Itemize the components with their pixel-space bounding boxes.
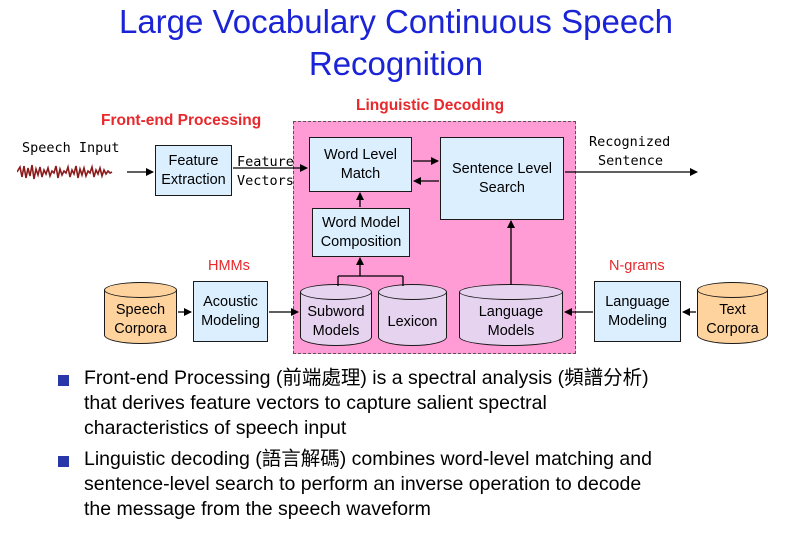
sentence-level-search-text-1: Sentence Level [452,160,552,177]
linguistic-decoding-label: Linguistic Decoding [356,97,505,114]
feature-vectors-label-1: Feature [237,154,294,170]
word-level-match-text-2: Match [340,165,381,182]
lexicon-database-icon: Lexicon [378,284,447,346]
bullet-2-line-1: Linguistic decoding (語言解碼) combines word… [84,448,652,470]
page-title-line-2: Recognition [308,45,484,82]
recognized-sentence-label-1: Recognized [589,134,671,150]
lexicon-text: Lexicon [387,313,438,330]
language-modeling-text-2: Modeling [608,312,667,329]
front-end-processing-label: Front-end Processing [101,112,262,129]
bullet-1-line-3: characteristics of speech input [84,417,347,439]
acoustic-modeling-text-2: Modeling [201,312,260,329]
speech-corpora-text-2: Corpora [114,321,167,337]
language-models-text-1: Language [478,304,544,320]
page-title-line-1: Large Vocabulary Continuous Speech [118,3,674,40]
sentence-level-search-text-2: Search [479,179,525,196]
feature-extraction-text-2: Extraction [161,171,226,188]
speech-input-label: Speech Input [22,140,120,156]
text-corpora-text-2: Corpora [706,321,759,337]
subword-models-text-1: Subword [307,304,365,320]
bullet-square-icon [58,375,69,386]
word-level-match-text-1: Word Level [323,146,398,163]
feature-extraction-text-1: Feature [168,152,219,169]
speech-corpora-text-1: Speech [115,302,166,318]
word-model-composition-text-2: Composition [320,233,402,250]
bullet-1-line-2: that derives feature vectors to capture … [84,392,547,414]
bullet-list: Front-end Processing (前端處理) is a spectra… [52,366,772,528]
bullet-2-line-2: sentence-level search to perform an inve… [84,473,642,495]
text-corpora-text-1: Text [719,302,746,318]
ngrams-label: N-grams [609,258,665,274]
language-modeling-text-1: Language [605,293,670,310]
bullet-square-icon [58,456,69,467]
hmms-label: HMMs [208,258,250,274]
bullet-1-line-1: Front-end Processing (前端處理) is a spectra… [84,367,649,389]
feature-vectors-label-2: Vectors [237,173,294,189]
bullet-2-line-3: the message from the speech waveform [84,498,431,520]
acoustic-modeling-text-1: Acoustic [203,293,258,310]
language-models-text-2: Models [487,323,535,339]
bullet-item-front-end: Front-end Processing (前端處理) is a spectra… [52,366,772,441]
bullet-item-linguistic: Linguistic decoding (語言解碼) combines word… [52,447,772,522]
recognized-sentence-label-2: Sentence [598,153,664,169]
speech-waveform-icon [17,164,113,180]
word-model-composition-text-1: Word Model [322,214,400,231]
subword-models-text-2: Models [312,323,360,339]
